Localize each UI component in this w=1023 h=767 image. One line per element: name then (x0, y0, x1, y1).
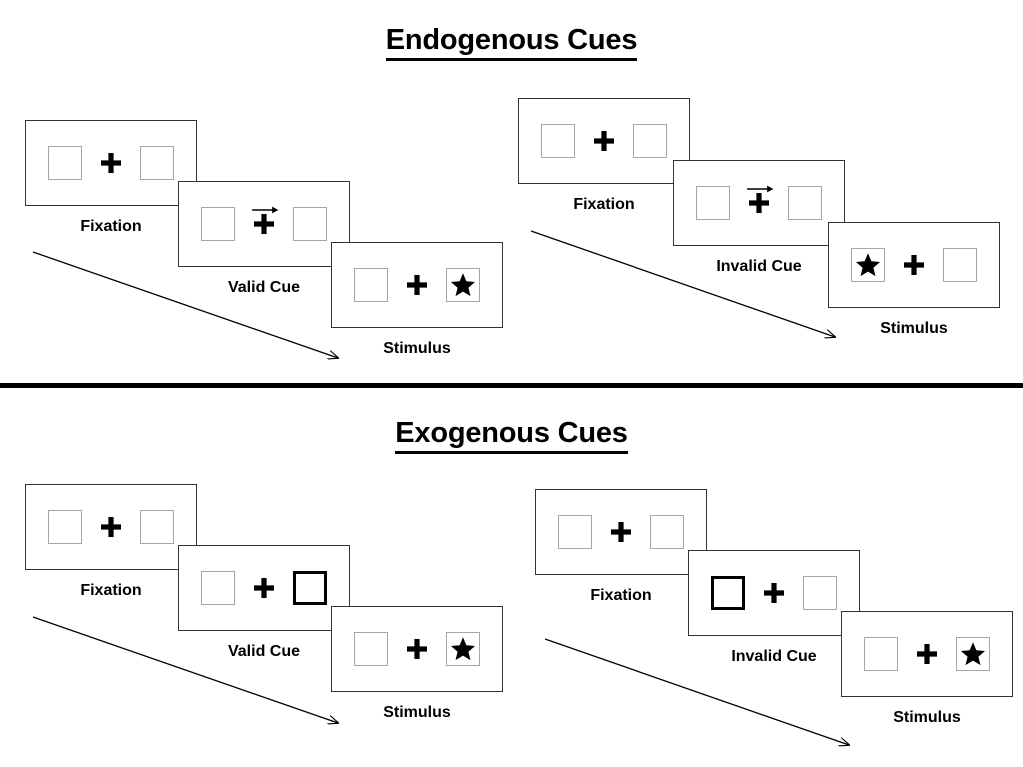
fixation-cross-area (405, 632, 429, 666)
placeholder-box-left (48, 510, 82, 544)
plus-icon (904, 255, 924, 275)
placeholder-box-left (201, 207, 235, 241)
fixation-cross-area (405, 268, 429, 302)
stage-caption-endogenous-valid-fixation: Fixation (80, 218, 142, 235)
stage-caption-endogenous-invalid-fixation: Fixation (573, 196, 635, 213)
endogenous-title-text: Endogenous Cues (385, 24, 637, 61)
panel-contents (519, 99, 689, 183)
panel-contents (332, 607, 502, 691)
placeholder-box-left (851, 248, 885, 282)
trial-panel-exogenous-valid-stimulus (331, 606, 503, 692)
placeholder-box-left (541, 124, 575, 158)
fixation-cross-area (252, 206, 279, 241)
panel-contents (332, 243, 502, 327)
placeholder-box-left (48, 146, 82, 180)
star-icon (855, 252, 881, 278)
fixation-cross-area (747, 185, 774, 220)
star-icon (960, 641, 986, 667)
stage-caption-exogenous-invalid-fixation: Fixation (590, 587, 652, 604)
trial-panel-endogenous-invalid-stimulus (828, 222, 1000, 308)
star-icon (450, 636, 476, 662)
stage-caption-endogenous-invalid-invalid-cue: Invalid Cue (716, 258, 802, 275)
panel-contents (536, 490, 706, 574)
panel-contents (829, 223, 999, 307)
trial-panel-endogenous-valid-stimulus (331, 242, 503, 328)
panel-contents (26, 485, 196, 569)
trial-panel-endogenous-valid-valid-cue (178, 181, 350, 267)
fixation-cross-area (915, 637, 939, 671)
stage-caption-exogenous-invalid-stimulus: Stimulus (893, 709, 961, 726)
flow-arrow-endogenous-invalid (530, 230, 835, 337)
fixation-cross-area (902, 248, 926, 282)
placeholder-box-right (956, 637, 990, 671)
plus-icon (611, 522, 631, 542)
placeholder-box-left (864, 637, 898, 671)
plus-icon (764, 583, 784, 603)
panel-contents (842, 612, 1012, 696)
placeholder-box-right (803, 576, 837, 610)
section-divider (0, 383, 1023, 388)
panel-contents (179, 182, 349, 266)
trial-panel-exogenous-invalid-fixation (535, 489, 707, 575)
panel-contents (689, 551, 859, 635)
trial-panel-exogenous-valid-valid-cue (178, 545, 350, 631)
panel-contents (674, 161, 844, 245)
plus-icon (101, 517, 121, 537)
placeholder-box-right (140, 510, 174, 544)
flow-arrow-endogenous-valid (32, 251, 338, 358)
stage-caption-exogenous-valid-fixation: Fixation (80, 582, 142, 599)
fixation-cross-area (252, 571, 276, 605)
placeholder-box-right (788, 186, 822, 220)
exogenous-title-text: Exogenous Cues (395, 417, 628, 454)
stage-caption-endogenous-valid-stimulus: Stimulus (383, 340, 451, 357)
stage-caption-exogenous-invalid-invalid-cue: Invalid Cue (731, 648, 817, 665)
plus-icon (407, 275, 427, 295)
panel-contents (26, 121, 196, 205)
placeholder-box-left (696, 186, 730, 220)
stage-caption-endogenous-valid-valid-cue: Valid Cue (227, 279, 301, 296)
placeholder-box-right (633, 124, 667, 158)
exogenous-section-title: Exogenous Cues (0, 417, 1023, 454)
stage-caption-exogenous-valid-valid-cue: Valid Cue (227, 643, 301, 660)
placeholder-box-right (943, 248, 977, 282)
placeholder-box-left (201, 571, 235, 605)
plus-icon (594, 131, 614, 151)
trial-panel-endogenous-invalid-invalid-cue (673, 160, 845, 246)
plus-icon (917, 644, 937, 664)
plus-icon (749, 193, 769, 213)
plus-icon (254, 578, 274, 598)
trial-panel-endogenous-valid-fixation (25, 120, 197, 206)
endogenous-section-title: Endogenous Cues (0, 24, 1023, 61)
fixation-cross-area (762, 576, 786, 610)
plus-icon (101, 153, 121, 173)
placeholder-box-right (650, 515, 684, 549)
placeholder-box-right (446, 268, 480, 302)
placeholder-box-right (446, 632, 480, 666)
fixation-cross-area (99, 510, 123, 544)
star-icon (450, 272, 476, 298)
cued-box-right (293, 571, 327, 605)
trial-panel-exogenous-invalid-stimulus (841, 611, 1013, 697)
plus-icon (254, 214, 274, 234)
stage-caption-endogenous-invalid-stimulus: Stimulus (880, 320, 948, 337)
fixation-cross-area (609, 515, 633, 549)
placeholder-box-left (354, 268, 388, 302)
fixation-cross-area (99, 146, 123, 180)
fixation-cross-area (592, 124, 616, 158)
cued-box-left (711, 576, 745, 610)
plus-icon (407, 639, 427, 659)
placeholder-box-left (558, 515, 592, 549)
panel-contents (179, 546, 349, 630)
stage-caption-exogenous-valid-stimulus: Stimulus (383, 704, 451, 721)
placeholder-box-left (354, 632, 388, 666)
trial-panel-exogenous-valid-fixation (25, 484, 197, 570)
placeholder-box-right (140, 146, 174, 180)
placeholder-box-right (293, 207, 327, 241)
trial-panel-endogenous-invalid-fixation (518, 98, 690, 184)
flow-arrow-exogenous-valid (32, 616, 338, 723)
flow-arrow-exogenous-invalid (544, 638, 849, 745)
trial-panel-exogenous-invalid-invalid-cue (688, 550, 860, 636)
